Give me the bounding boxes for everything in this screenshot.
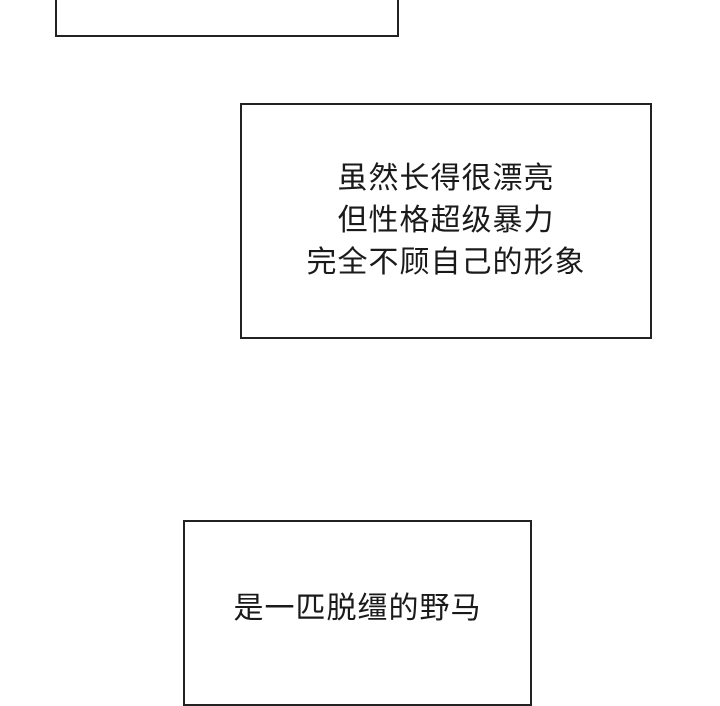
- caption-box-bottom: 是一匹脱缰的野马: [183, 520, 532, 706]
- caption-box-top: [55, 0, 399, 37]
- caption-line: 虽然长得很漂亮: [337, 161, 555, 196]
- caption-box-middle: 虽然长得很漂亮 但性格超级暴力 完全不顾自己的形象: [240, 103, 652, 339]
- caption-line: 但性格超级暴力: [337, 203, 555, 238]
- caption-line: 完全不顾自己的形象: [306, 245, 586, 280]
- caption-line: 是一匹脱缰的野马: [233, 591, 482, 626]
